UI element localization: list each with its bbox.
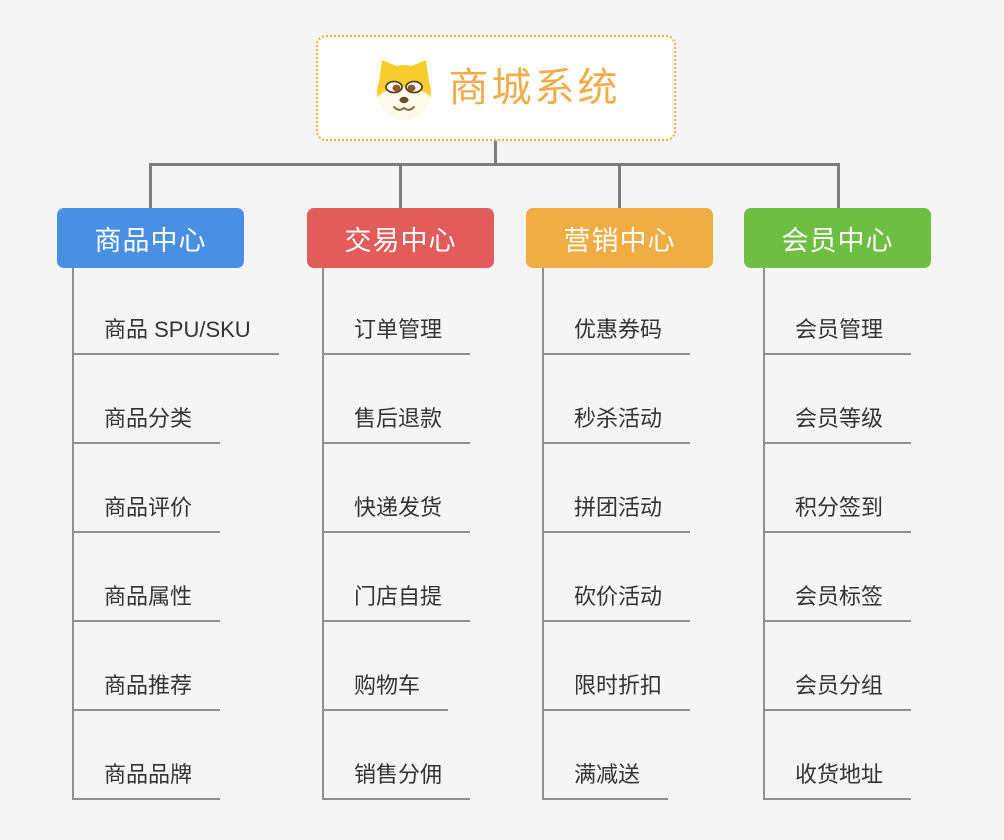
branch-item[interactable]: 商品 SPU/SKU	[72, 316, 279, 355]
branch-item[interactable]: 商品品牌	[72, 761, 221, 800]
branch-item[interactable]: 门店自提	[322, 583, 471, 622]
branch-header-marketing-center[interactable]: 营销中心	[526, 208, 713, 268]
branch-item[interactable]: 售后退款	[322, 405, 471, 444]
branch-item[interactable]: 优惠券码	[542, 316, 691, 355]
branch-item[interactable]: 商品评价	[72, 494, 221, 533]
branch-header-member-center[interactable]: 会员中心	[744, 208, 931, 268]
connector-bus-line	[149, 163, 840, 166]
branch-item[interactable]: 秒杀活动	[542, 405, 691, 444]
branch-item[interactable]: 会员等级	[763, 405, 912, 444]
branch-item[interactable]: 会员标签	[763, 583, 912, 622]
branch-item[interactable]: 积分签到	[763, 494, 912, 533]
branch-item[interactable]: 订单管理	[322, 316, 471, 355]
branch-item[interactable]: 快递发货	[322, 494, 471, 533]
branch-item[interactable]: 限时折扣	[542, 672, 691, 711]
branch-item[interactable]: 满减送	[542, 761, 669, 800]
branch-item[interactable]: 会员管理	[763, 316, 912, 355]
branch-spine-member	[763, 268, 765, 800]
branch-item[interactable]: 购物车	[322, 672, 449, 711]
branch-item[interactable]: 商品推荐	[72, 672, 221, 711]
branch-item[interactable]: 商品属性	[72, 583, 221, 622]
root-title: 商城系统	[448, 66, 621, 110]
branch-item[interactable]: 销售分佣	[322, 761, 471, 800]
branch-header-trade-center[interactable]: 交易中心	[307, 208, 494, 268]
dog-face-icon	[372, 56, 436, 120]
branch-item[interactable]: 砍价活动	[542, 583, 691, 622]
branch-item[interactable]: 商品分类	[72, 405, 221, 444]
connector-drop-marketing	[618, 164, 621, 209]
connector-drop-member	[837, 164, 840, 209]
connector-drop-product	[149, 164, 152, 209]
root-node[interactable]: 商城系统	[316, 35, 676, 141]
branch-item[interactable]: 收货地址	[763, 761, 912, 800]
branch-item[interactable]: 拼团活动	[542, 494, 691, 533]
branch-header-product-center[interactable]: 商品中心	[57, 208, 244, 268]
connector-drop-trade	[399, 164, 402, 209]
branch-item[interactable]: 会员分组	[763, 672, 912, 711]
branch-spine-marketing	[542, 268, 544, 800]
connector-root-stem	[494, 141, 497, 164]
branch-spine-product	[72, 268, 74, 800]
branch-spine-trade	[322, 268, 324, 800]
